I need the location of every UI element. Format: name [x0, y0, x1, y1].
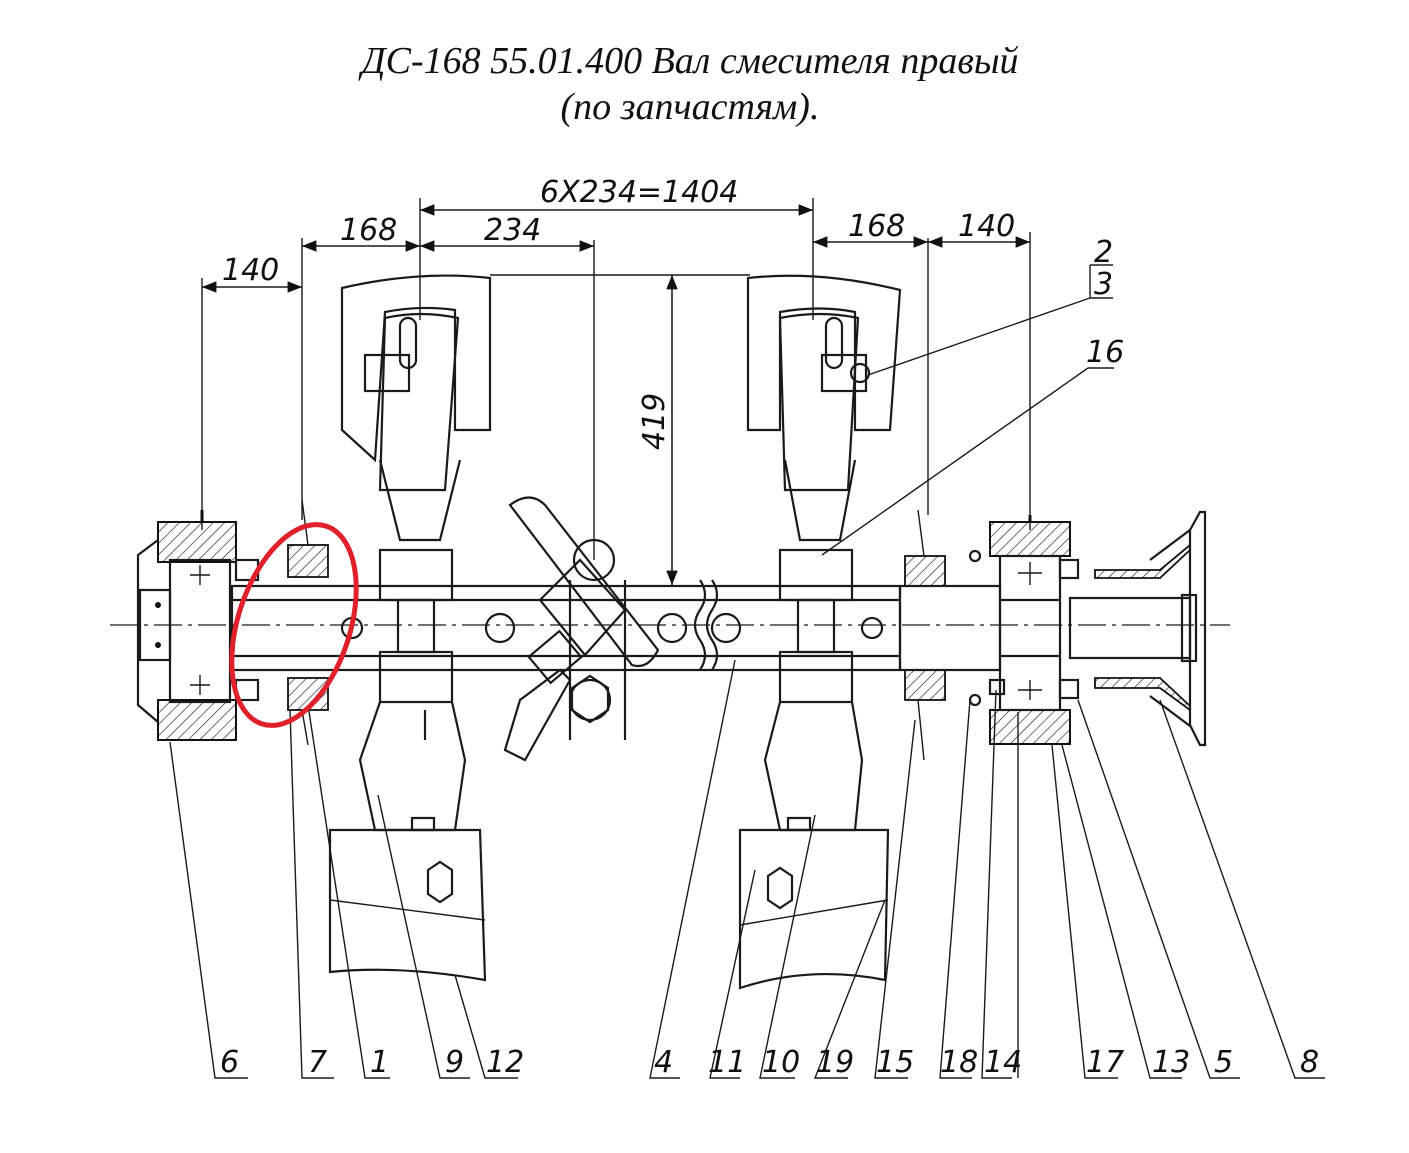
title-line-2: (по запчастям).	[560, 86, 820, 128]
part-label-2: 2	[1094, 235, 1113, 270]
part-label-12: 12	[486, 1045, 524, 1080]
part-labels: 2 3 16 6 7 1 9 12 4 11 10 19 15 18 14 17…	[220, 235, 1319, 1080]
dim-overall: 6X234=1404	[540, 175, 738, 210]
part-label-15: 15	[876, 1045, 914, 1080]
dim-left-168: 168	[340, 213, 397, 248]
part-label-17: 17	[1086, 1045, 1124, 1080]
right-paddle-arm	[738, 274, 902, 990]
part-label-7: 7	[308, 1045, 327, 1080]
left-bearing-housing	[136, 510, 237, 741]
dim-pitch-234: 234	[484, 213, 541, 248]
leader-lines	[169, 264, 1325, 1079]
part-label-5: 5	[1214, 1045, 1233, 1080]
dim-right-168: 168	[848, 209, 905, 244]
part-label-6: 6	[220, 1045, 239, 1080]
part-label-11: 11	[708, 1045, 746, 1080]
dim-left-140: 140	[222, 253, 279, 288]
left-seals	[234, 499, 329, 746]
part-label-14: 14	[984, 1045, 1022, 1080]
dimension-texts: 6X234=1404 168 234 140 168 140 419	[222, 175, 1015, 450]
part-label-16: 16	[1086, 335, 1124, 370]
part-label-4: 4	[654, 1045, 673, 1080]
part-label-19: 19	[816, 1045, 854, 1080]
right-seals	[898, 509, 1002, 761]
dim-right-140: 140	[958, 209, 1015, 244]
middle-paddle	[503, 496, 660, 762]
dimension-lines	[201, 198, 1031, 585]
part-label-3: 3	[1094, 267, 1113, 302]
part-label-13: 13	[1152, 1045, 1190, 1080]
drawing-title: ДС-168 55.01.400 Вал смесителя правый (п…	[0, 38, 1380, 130]
part-label-9: 9	[445, 1045, 464, 1080]
right-bearing-housing	[988, 515, 1080, 745]
part-label-18: 18	[940, 1045, 978, 1080]
dim-height-419: 419	[637, 393, 672, 450]
part-label-8: 8	[1300, 1045, 1319, 1080]
right-flange-hub	[1068, 510, 1207, 747]
title-line-1: ДС-168 55.01.400 Вал смесителя правый	[361, 40, 1019, 82]
part-label-1: 1	[370, 1045, 389, 1080]
left-paddle-arm	[328, 274, 492, 982]
part-label-10: 10	[762, 1045, 800, 1080]
highlight-ellipse	[229, 522, 359, 728]
